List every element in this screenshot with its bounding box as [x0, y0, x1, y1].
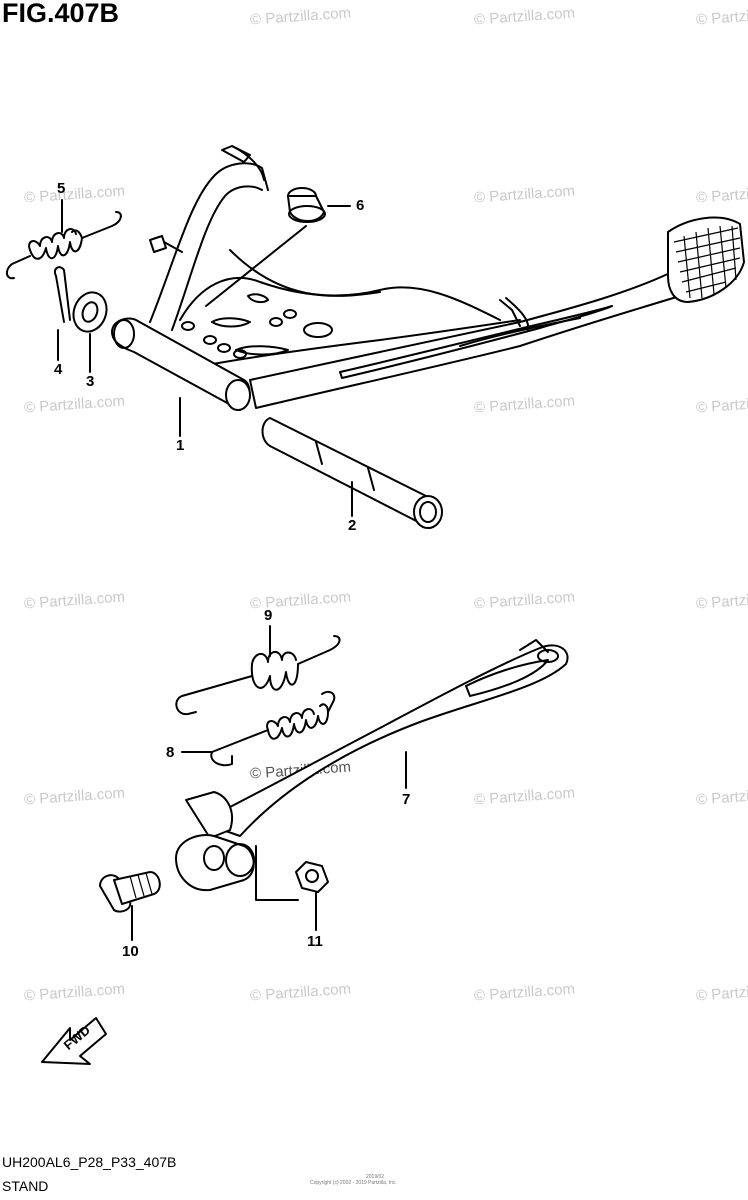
- fine-print: Copyright (c) 2002 - 2019 Partzilla, Inc…: [310, 1180, 397, 1186]
- pivot-shaft: [261, 417, 443, 529]
- callout-1: 1: [176, 437, 185, 454]
- callout-3: 3: [86, 373, 95, 390]
- fwd-arrow: [41, 1017, 107, 1065]
- callout-10: 10: [122, 943, 139, 960]
- main-stand: [111, 145, 745, 411]
- callout-6: 6: [356, 197, 365, 214]
- callout-8: 8: [166, 744, 175, 761]
- bolt: [99, 871, 161, 913]
- fine-print-top: 2019/02: [366, 1174, 385, 1180]
- callout-11: 11: [307, 933, 323, 950]
- figure-title: FIG.407B: [2, 0, 120, 28]
- spring-5: [6, 211, 122, 280]
- washer: [72, 291, 108, 333]
- cotter-pin: [54, 266, 71, 323]
- callout-4: 4: [54, 361, 63, 378]
- diagram-caption: STAND: [2, 1178, 49, 1194]
- spring-9: [175, 635, 341, 716]
- callout-5: 5: [57, 180, 66, 197]
- stopper: [287, 187, 326, 223]
- callout-2: 2: [348, 517, 357, 534]
- leader-lines: [57, 199, 407, 941]
- nut: [295, 861, 329, 893]
- spring-8: [210, 691, 336, 767]
- callout-7: 7: [402, 791, 411, 808]
- callout-9: 9: [264, 607, 273, 624]
- side-stand: [175, 639, 569, 892]
- diagram-code: UH200AL6_P28_P33_407B: [2, 1154, 177, 1170]
